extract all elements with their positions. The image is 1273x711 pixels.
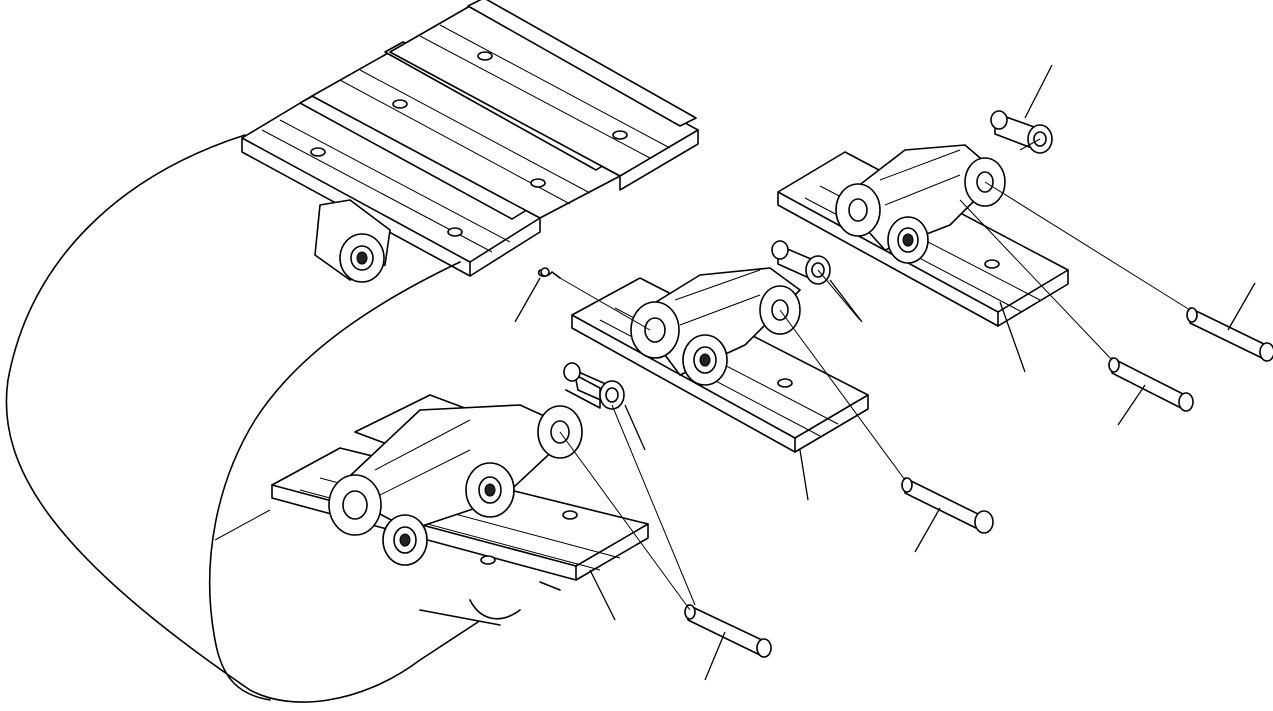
track-shoe-assembly-right xyxy=(777,144,1069,327)
bushing-left xyxy=(563,362,625,410)
track-shoe-assembly-center xyxy=(571,267,869,453)
track-belt-loop xyxy=(5,134,479,703)
pin-left xyxy=(684,604,772,658)
pin-right-upper xyxy=(1186,307,1273,362)
leader-lines xyxy=(514,64,1256,681)
bushing-right xyxy=(990,110,1053,154)
cotter-pin xyxy=(537,267,561,279)
assembly-centerlines xyxy=(559,138,1191,611)
pin-right-lower xyxy=(1108,357,1194,412)
track-shoe-assembly-top xyxy=(241,0,699,283)
pin-center xyxy=(901,477,994,534)
track-shoe-assembly-left xyxy=(271,394,649,626)
